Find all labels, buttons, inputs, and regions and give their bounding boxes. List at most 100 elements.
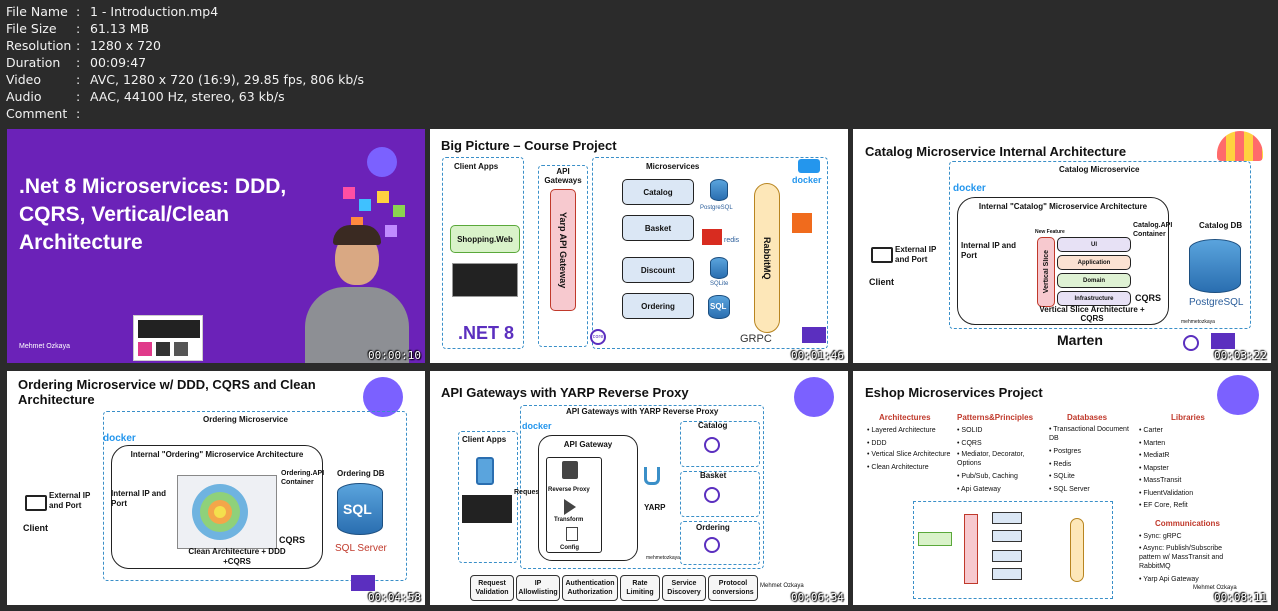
layer-infrastructure: Infrastructure	[1057, 291, 1131, 306]
docker-label: docker	[103, 433, 136, 444]
play-icon	[564, 499, 576, 515]
metadata-row: Video:AVC, 1280 x 720 (16:9), 29.85 fps,…	[6, 71, 364, 88]
list-item: Pub/Sub, Caching	[957, 471, 1037, 484]
ordering-microservice-box	[103, 411, 407, 581]
redis-icon	[702, 229, 722, 245]
slide-title: Catalog Microservice Internal Architectu…	[865, 144, 1127, 159]
container-label: Catalog.API Container	[1133, 222, 1173, 238]
catalog-service-box	[680, 421, 760, 467]
ordering-service-label: Ordering	[696, 523, 730, 532]
catalog-core-icon	[704, 437, 720, 453]
list-item: Transactional Document DB	[1049, 425, 1129, 443]
external-ip-label: External IP and Port	[49, 491, 91, 510]
client-apps-label: Client Apps	[462, 435, 507, 444]
list-item: Clean Architecture	[867, 462, 951, 475]
communications-list: Sync: gRPC Async: Publish/Subscribe patt…	[1139, 531, 1243, 586]
postgres-db-icon	[1189, 239, 1241, 293]
metadata-row: Resolution:1280 x 720	[6, 37, 364, 54]
metadata-separator: :	[76, 89, 81, 104]
external-ip-label: External IP and Port	[895, 245, 937, 264]
docker-label: docker	[792, 175, 822, 185]
cqrs-label: CQRS	[279, 535, 306, 545]
intro-title: .Net 8 Microservices: DDD, CQRS, Vertica…	[19, 175, 287, 254]
mascot-icon	[794, 377, 834, 417]
sqlite-label: SQLite	[710, 281, 729, 287]
parachute-mascot	[1217, 131, 1263, 161]
docker-label: docker	[522, 421, 552, 431]
ordering-microservice-label: Ordering Microservice	[203, 415, 288, 424]
thumbnail-1[interactable]: .Net 8 Microservices: DDD, CQRS, Vertica…	[7, 129, 425, 363]
list-item: Redis	[1049, 459, 1129, 472]
metadata-key: File Size	[6, 21, 57, 36]
docker-label: docker	[953, 183, 986, 194]
list-item: Carter	[1139, 425, 1229, 438]
vertical-slice-bar: Vertical Slice	[1037, 237, 1055, 307]
api-gateways-label: API Gateways	[544, 167, 582, 185]
metadata-separator: :	[76, 55, 81, 70]
cqrs-label: CQRS	[1135, 293, 1162, 303]
catalog-service-label: Catalog	[698, 421, 728, 430]
feature-protocol-conversions: Protocol conversions	[708, 575, 758, 601]
layer-application: Application	[1057, 255, 1131, 270]
container-label: Ordering.API Container	[281, 470, 325, 486]
list-item: MassTransit	[1139, 475, 1229, 488]
mascot-icon	[1217, 375, 1259, 415]
vertical-slice-caption: Vertical Slice Architecture + CQRS	[1039, 305, 1145, 323]
list-item: Mediator, Decorator, Options	[957, 450, 1037, 468]
list-item: EF Core, Refit	[1139, 500, 1229, 513]
timestamp: 00:08:11	[1214, 591, 1267, 604]
thumbnail-4[interactable]: Ordering Microservice w/ DDD, CQRS and C…	[7, 371, 425, 605]
slide-title: Ordering Microservice w/ DDD, CQRS and C…	[18, 377, 316, 407]
yarp-label: YARP	[644, 503, 666, 512]
postgres-db-icon	[710, 179, 728, 201]
metadata-separator: :	[76, 38, 81, 53]
list-item: Vertical Slice Architecture	[867, 450, 951, 459]
web-preview	[462, 495, 512, 523]
presenter-name: Mehmet Ozkaya	[760, 583, 804, 589]
slide-title: API Gateways with YARP Reverse Proxy	[441, 385, 689, 400]
list-item: FluentValidation	[1139, 488, 1229, 501]
architectures-list: Layered Architecture DDD Vertical Slice …	[867, 425, 951, 475]
timestamp: 00:03:22	[1214, 349, 1267, 362]
metadata-separator: :	[76, 21, 81, 36]
thumbnail-6[interactable]: Eshop Microservices Project Architecture…	[853, 371, 1271, 605]
mobile-icon	[476, 457, 494, 485]
new-feature-label: New Feature	[1035, 229, 1065, 235]
metadata-key: Video	[6, 72, 42, 87]
transform-label: Transform	[554, 517, 584, 523]
thumbnail-3[interactable]: Catalog Microservice Internal Architectu…	[853, 129, 1271, 363]
rabbitmq-icon	[792, 213, 812, 233]
sql-label: SQL	[710, 302, 727, 311]
computer-icon	[871, 247, 893, 263]
yarp-gateway: Yarp API Gateway	[550, 189, 576, 311]
client-label: Client	[869, 277, 895, 287]
author-label: mehmetozkaya	[646, 555, 680, 561]
microservices-box	[592, 157, 828, 349]
internal-ip-label: Internal IP and Port	[111, 489, 166, 508]
gateway-box	[538, 165, 588, 347]
postgres-label: PostgreSQL	[700, 205, 733, 211]
list-item: Yarp Api Gateway	[1139, 574, 1243, 587]
thumbnail-5[interactable]: API Gateways with YARP Reverse Proxy API…	[430, 371, 848, 605]
metadata-separator: :	[76, 4, 81, 19]
timestamp: 00:06:34	[791, 591, 844, 604]
metadata-key: Duration	[6, 55, 61, 70]
thumbnail-2[interactable]: Big Picture – Course Project Client Apps…	[430, 129, 848, 363]
client-label: Client	[23, 523, 49, 533]
metadata-row: File Name:1 - Introduction.mp4	[6, 3, 364, 20]
metadata-value: 1280 x 720	[90, 38, 162, 53]
feature-service-discovery: Service Discovery	[662, 575, 706, 601]
service-ordering: Ordering	[622, 293, 694, 319]
net8-badge	[351, 575, 375, 591]
sql-server-label: SQL Server	[335, 543, 387, 554]
net8-logo: .NET 8	[458, 323, 515, 343]
service-discount: Discount	[622, 257, 694, 283]
list-item: Async: Publish/Subscribe pattern w/ Mass…	[1139, 544, 1243, 571]
feature-request-validation: Request Validation	[470, 575, 514, 601]
server-icon	[562, 461, 578, 479]
yarp-icon	[644, 467, 660, 485]
microservices-label: Microservices	[646, 162, 700, 171]
libraries-heading: Libraries	[1171, 413, 1205, 422]
author-label: mehmetozkaya	[1181, 319, 1215, 325]
